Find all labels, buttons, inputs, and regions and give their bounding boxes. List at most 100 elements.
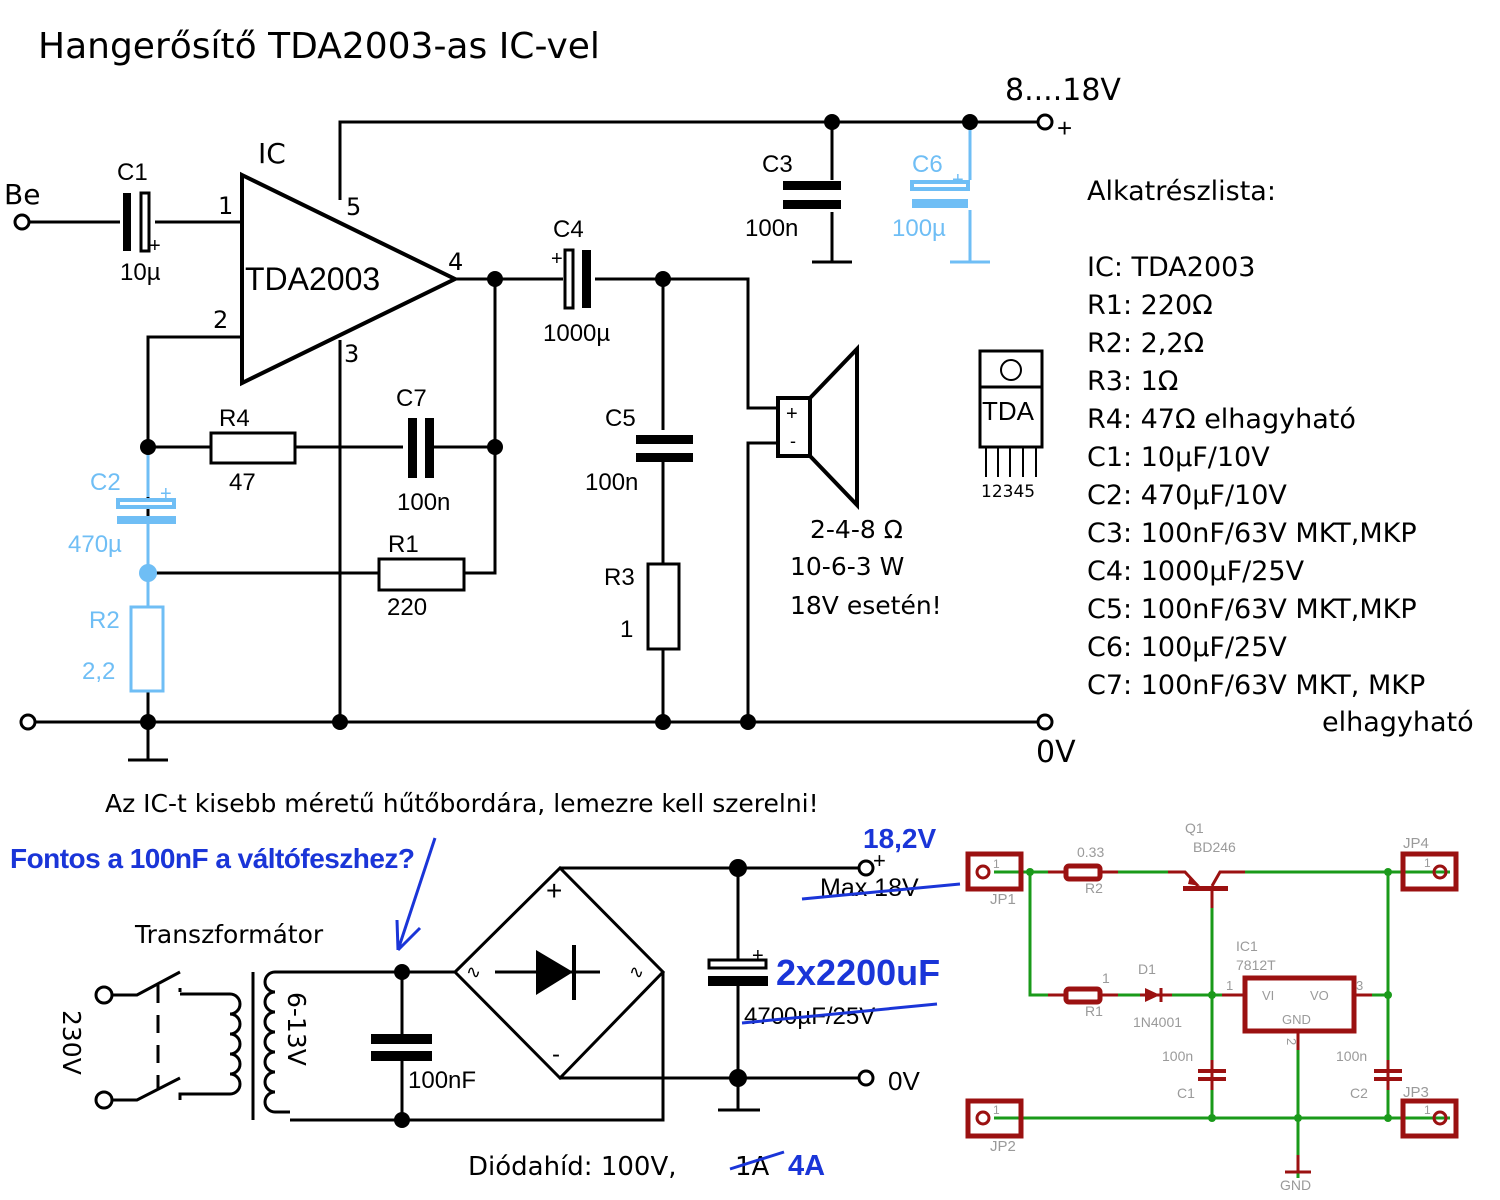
junction-dot-blue [139, 564, 157, 582]
ic1-pin3: 3 [1356, 978, 1363, 993]
ic-pin-5: 5 [346, 193, 361, 221]
page-title: Hangerősítő TDA2003-as IC-vel [38, 26, 600, 67]
c2-plate-pos [116, 498, 176, 509]
jp2-body [965, 1098, 1024, 1139]
ic1-gnd: GND [1282, 1012, 1311, 1027]
jp3-pad [1432, 1110, 1448, 1126]
speaker-plus: + [786, 403, 798, 425]
diode-icon [536, 950, 573, 995]
junction-dot [655, 271, 671, 287]
junction-dot [140, 439, 156, 455]
resistor-r1-reg: 1 R1 [1048, 970, 1118, 1019]
junction-dot [332, 714, 348, 730]
ic1-ref: IC1 [1236, 938, 1258, 954]
jp2-pin: 1 [993, 1103, 1000, 1117]
ic-pin-1: 1 [218, 192, 233, 220]
capacitor-c2: + C2 470µ [68, 469, 176, 558]
capacitor-c1: + C1 10µ [117, 159, 161, 286]
c5-value: 100n [585, 469, 638, 496]
capacitor-c1-reg: 100n C1 [1162, 1048, 1226, 1101]
cap-100nf-plate [371, 1034, 432, 1044]
q1-leads [1168, 870, 1245, 888]
c7-plate [408, 418, 417, 478]
parts-list-title: Alkatrészlista: [1087, 176, 1276, 207]
strikethrough-line [801, 882, 961, 901]
diode-d1: D1 1N4001 [1133, 961, 1182, 1030]
c1-ref: C1 [117, 159, 148, 186]
cap-100nf-plate [371, 1051, 432, 1061]
junction-dot [394, 964, 410, 980]
c1-value: 10µ [120, 259, 161, 286]
speaker-symbol: + - [776, 344, 859, 510]
package-mounting-hole [1000, 359, 1022, 381]
ground-label: 0V [1036, 735, 1076, 770]
jp2-label: JP2 [990, 1138, 1016, 1155]
c2-value: 470µ [68, 531, 122, 558]
r3-body [646, 562, 681, 651]
transistor-q1: Q1 BD246 [1168, 820, 1245, 935]
capacitor-c4: + C4 1000µ [543, 216, 610, 347]
regulator-wires [994, 870, 1450, 1178]
c1-plate-neg [123, 193, 131, 251]
transformer-symbol: 6-13V [178, 970, 311, 1120]
junction-dot [740, 714, 756, 730]
parts-list-item: C6: 100µF/25V [1087, 632, 1287, 663]
resistor-r2: R2 2,2 [82, 605, 165, 693]
q1-value: BD246 [1193, 839, 1236, 855]
amp-wires [30, 120, 1045, 762]
secondary-winding [263, 970, 290, 1114]
r4-ref: R4 [219, 405, 250, 432]
jp4-pin: 1 [1424, 856, 1431, 870]
package-label: TDA [982, 396, 1035, 426]
junction-dot [729, 859, 747, 877]
ic-name: TDA2003 [245, 261, 380, 297]
r2-value: 2,2 [82, 658, 115, 685]
output-voltage-new: 18,2V [863, 823, 936, 854]
c6-plate-neg [912, 199, 968, 208]
jp3-body [1400, 1098, 1459, 1139]
r3-ref: R3 [604, 564, 635, 591]
q1-emitter-arrow [1188, 876, 1200, 886]
junction-dot [394, 1112, 410, 1128]
jp1-pad [975, 864, 991, 880]
ic-pin-4: 4 [448, 248, 463, 276]
r4-value: 47 [229, 469, 256, 496]
speaker-minus: - [790, 431, 796, 451]
regulator-junctions [1026, 868, 1392, 1122]
ic-ref: IC [258, 137, 286, 170]
junction-dot [487, 271, 503, 287]
d1-ref: D1 [1138, 961, 1156, 977]
c3-plate [783, 200, 841, 209]
r1-body [1063, 986, 1103, 1005]
r1-body [377, 557, 466, 592]
ac-symbol-right: ∿ [629, 962, 644, 982]
junction-dot [140, 714, 156, 730]
parts-list-item: C2: 470µF/10V [1087, 480, 1287, 511]
junction-dot [1208, 1114, 1216, 1122]
ic1-body [1242, 975, 1357, 1034]
transformer-label: Transzformátor [134, 920, 324, 949]
jp1-body [965, 851, 1024, 892]
c1-plate [1198, 1077, 1226, 1081]
strikethrough-line [729, 1150, 785, 1171]
filter-cap-wire [718, 868, 760, 1112]
c1-ref: C1 [1177, 1085, 1195, 1101]
c3-value: 100n [745, 215, 798, 242]
connector-jp1: 1 JP1 [965, 851, 1024, 908]
d1-value: 1N4001 [1133, 1014, 1182, 1030]
tda-package-drawing: TDA 12345 [978, 349, 1044, 502]
parts-list-item: C5: 100nF/63V MKT,MKP [1087, 594, 1417, 625]
ac-symbol-left: ∿ [466, 962, 481, 982]
strikethrough-line [741, 1002, 938, 1025]
ground-terminal-right [1036, 713, 1054, 731]
jp3-label: JP3 [1403, 1084, 1429, 1101]
supply-label: 8....18V [1005, 73, 1121, 108]
c2-plate [1374, 1069, 1402, 1073]
c7-value: 100n [397, 489, 450, 516]
wire-supply-rail [338, 120, 1045, 200]
jp4-body [1400, 851, 1459, 892]
c6-ref: C6 [912, 151, 943, 178]
